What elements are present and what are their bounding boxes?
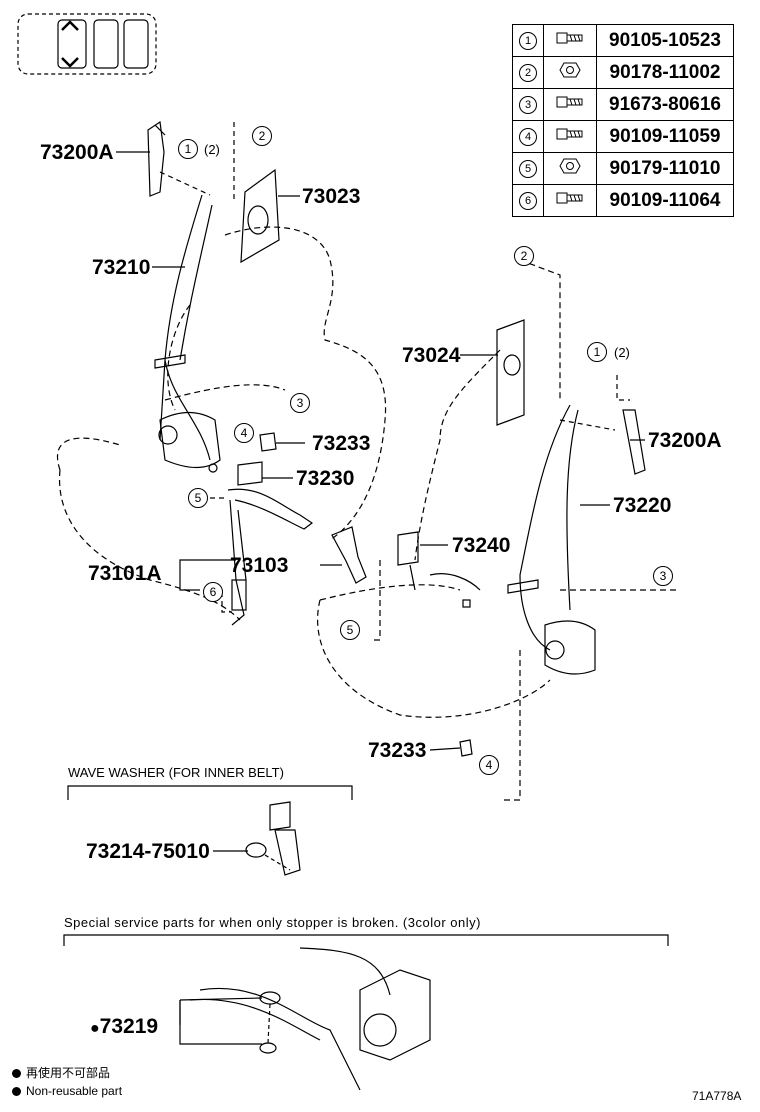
label-73233-left: 73233 — [312, 432, 371, 455]
label-73214-75010: 73214-75010 — [86, 840, 210, 863]
parts-ref: 1 — [519, 32, 537, 50]
callout-5-right: 5 — [340, 620, 360, 640]
parts-ref: 4 — [519, 128, 537, 146]
callout-3-right: 3 — [653, 566, 673, 586]
callout-paren-left: (2) — [204, 142, 220, 157]
right-belt-webbing — [519, 404, 579, 651]
label-73101A: 73101A — [88, 562, 162, 585]
parts-ref: 2 — [519, 64, 537, 82]
part-73103 — [331, 526, 367, 584]
callout-5-left: 5 — [188, 488, 208, 508]
callout-paren-right: (2) — [614, 345, 630, 360]
parts-table-row: 1 90105-10523 — [512, 24, 734, 57]
label-73219: ●73219 — [90, 1015, 159, 1038]
buckle-73230 — [237, 461, 263, 486]
label-73200A-left: 73200A — [40, 141, 114, 164]
left-belt-webbing — [159, 194, 213, 461]
non-reusable-marker: ● — [90, 1020, 100, 1037]
callout-6-left: 6 — [203, 582, 223, 602]
right-seat-outline — [317, 349, 551, 718]
nut-icon — [559, 62, 581, 78]
wave-washer-note: WAVE WASHER (FOR INNER BELT) — [68, 765, 284, 780]
part-number: 90109-11059 — [596, 120, 734, 153]
clip-73233-left — [259, 432, 277, 452]
bolt-icon — [556, 96, 583, 108]
figure-code: 71A778A — [692, 1089, 742, 1103]
callout-4-right: 4 — [479, 755, 499, 775]
buckle-73240 — [397, 531, 419, 566]
parts-table-row: 6 90109-11064 — [512, 184, 734, 217]
label-73233-bottom: 73233 — [368, 739, 427, 762]
label-73230: 73230 — [296, 467, 355, 490]
part-number: 90178-11002 — [596, 56, 734, 89]
label-73200A-right: 73200A — [648, 429, 722, 452]
right-anchor-73200A — [622, 409, 646, 475]
cover-73023 — [240, 168, 280, 264]
callout-1-left: 1 — [178, 139, 198, 159]
clip-73233-bottom — [459, 739, 473, 757]
callout-2-left: 2 — [252, 126, 272, 146]
label-73024: 73024 — [402, 344, 461, 367]
parts-table-row: 2 90178-11002 — [512, 56, 734, 89]
right-retractor — [544, 620, 596, 675]
parts-table-row: 4 90109-11059 — [512, 120, 734, 153]
floor-belt-73101A — [229, 499, 247, 626]
parts-ref: 6 — [519, 192, 537, 210]
part-number: 90109-11064 — [596, 184, 734, 217]
part-number: 90179-11010 — [596, 152, 734, 185]
nut-icon — [559, 158, 581, 174]
callout-2-right: 2 — [514, 246, 534, 266]
part-number: 91673-80616 — [596, 88, 734, 121]
legend-dot-icon — [12, 1087, 21, 1097]
parts-table: 1 90105-10523 2 90178-11002 3 91673-80616 4 901… — [512, 24, 734, 217]
callout-3-left: 3 — [290, 393, 310, 413]
legend-dot-icon — [12, 1069, 21, 1079]
special-service-note: Special service parts for when only stop… — [64, 915, 481, 930]
bolt-icon — [556, 32, 583, 44]
label-73023: 73023 — [302, 185, 361, 208]
callout-1-right: 1 — [587, 342, 607, 362]
part-number: 90105-10523 — [596, 24, 734, 57]
vehicle-location-icon — [17, 13, 157, 75]
callout-4-left: 4 — [234, 423, 254, 443]
label-73103: 73103 — [230, 554, 289, 577]
left-retractor — [159, 411, 221, 469]
bolt-icon — [556, 192, 583, 204]
parts-table-row: 3 91673-80616 — [512, 88, 734, 121]
label-73220: 73220 — [613, 494, 672, 517]
legend-jp: 再使用不可部品 — [12, 1067, 110, 1079]
cover-73024 — [496, 319, 525, 426]
parts-ref: 5 — [519, 160, 537, 178]
left-seat-outline — [56, 226, 387, 621]
parts-ref: 3 — [519, 96, 537, 114]
parts-table-row: 5 90179-11010 — [512, 152, 734, 185]
left-anchor-73200A — [147, 120, 166, 197]
legend-en: Non-reusable part — [12, 1085, 122, 1097]
buckle-73214 — [269, 801, 301, 876]
label-73210: 73210 — [92, 256, 151, 279]
stopper-detail — [189, 947, 431, 1091]
label-73240: 73240 — [452, 534, 511, 557]
bolt-icon — [556, 128, 583, 140]
